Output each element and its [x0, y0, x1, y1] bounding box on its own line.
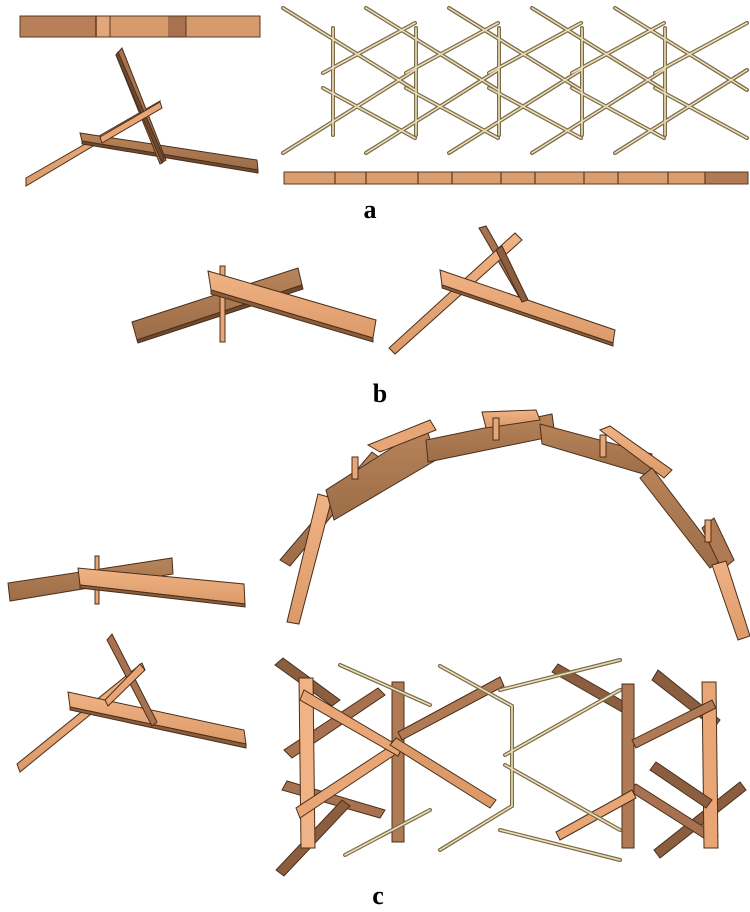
strip-top: [19, 15, 261, 38]
panel-label-a: a: [364, 195, 377, 224]
two-beam-joint-side: [7, 555, 246, 608]
strip-bottom: [283, 171, 749, 185]
panel-label-c: c: [372, 881, 384, 910]
arch-elevation: [279, 409, 750, 641]
arch-plan: [274, 657, 747, 877]
two-beam-joint: [131, 265, 377, 344]
tripod-joint-a: [25, 47, 259, 187]
panel-a: a: [19, 6, 749, 224]
panel-c: c: [7, 409, 750, 910]
tripod-joint-c: [16, 633, 247, 773]
lattice-plan: [281, 6, 749, 155]
panel-label-b: b: [373, 379, 387, 408]
three-beam-joint: [388, 225, 616, 355]
panel-b: b: [131, 225, 616, 408]
